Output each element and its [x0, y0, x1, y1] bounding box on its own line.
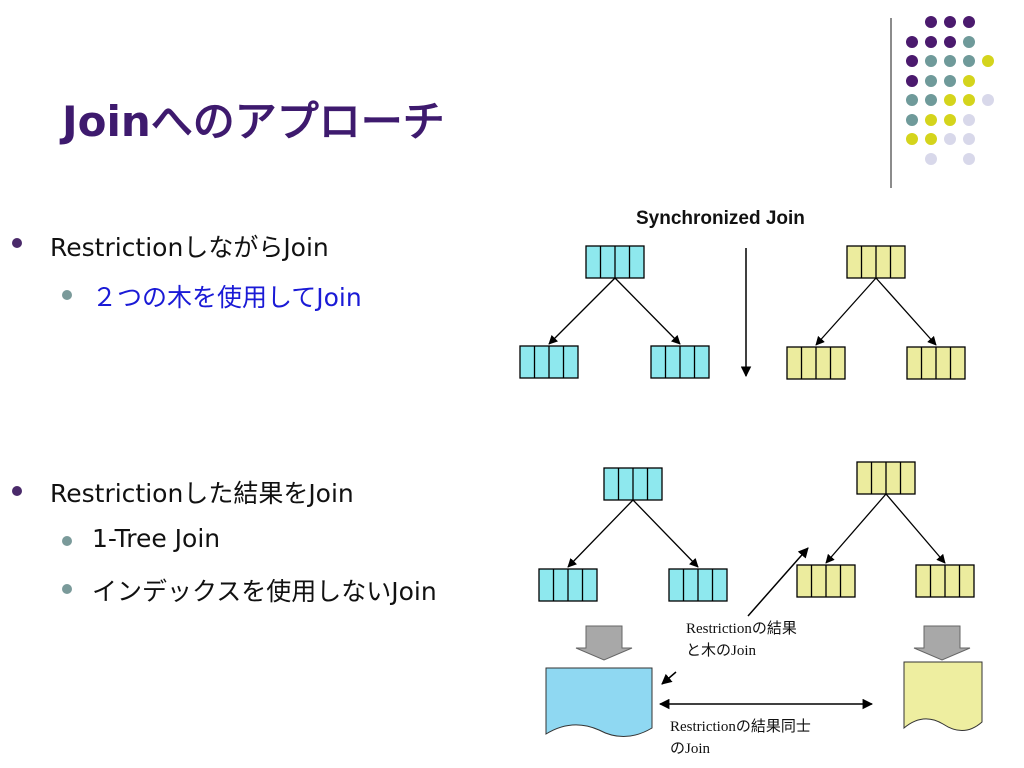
- tree-edge-arrow: [885, 493, 946, 564]
- note-line: Restrictionの結果: [686, 621, 797, 637]
- decorative-dot: [906, 133, 918, 145]
- note-restriction-tree-join: Restrictionの結果 と木のJoin: [686, 618, 797, 662]
- tree-d-root-node: [856, 461, 916, 495]
- tree-c-root-node: [603, 467, 663, 501]
- decorative-dot: [944, 35, 956, 48]
- decorative-dot: [982, 55, 994, 67]
- decorative-dot: [925, 16, 937, 28]
- decorative-dot: [963, 113, 975, 126]
- decorative-dot: [944, 133, 956, 145]
- tree-edge-arrow: [815, 277, 877, 346]
- decorative-dot: [963, 133, 975, 145]
- tree-d-left-node: [796, 564, 856, 598]
- tree-edge-arrow: [548, 277, 616, 345]
- tree-join-arrow-down: [661, 671, 677, 685]
- tree-edge-arrow: [875, 277, 937, 346]
- decorative-dot: [925, 133, 937, 145]
- decorative-dot: [925, 55, 937, 67]
- decorative-dot: [944, 94, 956, 106]
- restriction-result-right: [903, 661, 983, 731]
- tree-d-right-node: [915, 564, 975, 598]
- decorative-dot: [963, 16, 975, 28]
- note-line: Restrictionの結果同士: [670, 719, 811, 735]
- note-restriction-mutual-join: Restrictionの結果同士 のJoin: [670, 716, 811, 760]
- bullet-restriction-while-join: RestrictionしながらJoin: [50, 233, 329, 262]
- tree-a-root-node: [585, 245, 645, 279]
- bullet-dot: [12, 238, 22, 248]
- sub-bullet-dot: [62, 290, 72, 300]
- decorative-dot: [925, 113, 937, 126]
- decorative-dot: [944, 16, 956, 28]
- tree-c-right-node: [668, 568, 728, 602]
- tree-a-right-node: [650, 345, 710, 379]
- tree-edge-arrow: [614, 277, 681, 345]
- decorative-divider: [890, 18, 892, 188]
- tree-edge-arrow: [825, 493, 887, 564]
- tree-a-left-node: [519, 345, 579, 379]
- decorative-dot: [925, 94, 937, 106]
- decorative-dot: [944, 55, 956, 67]
- sub-bullet-dot: [62, 584, 72, 594]
- decorative-dot: [963, 74, 975, 87]
- sub-bullet-dot: [62, 536, 72, 546]
- tree-b-right-node: [906, 346, 966, 380]
- tree-edge-arrow: [632, 499, 699, 568]
- tree-edge-arrow: [567, 499, 634, 568]
- tree-b-left-node: [786, 346, 846, 380]
- decorative-dot: [925, 152, 937, 165]
- decorative-dot: [944, 113, 956, 126]
- decorative-dot: [944, 74, 956, 87]
- bullet-restriction-result-join: Restrictionした結果をJoin: [50, 479, 354, 508]
- decorative-dot: [925, 35, 937, 48]
- note-line: のJoin: [670, 741, 711, 757]
- decorative-dot: [906, 35, 918, 48]
- restriction-result-left: [545, 667, 653, 737]
- note-line: と木のJoin: [686, 643, 757, 659]
- tree-c-left-node: [538, 568, 598, 602]
- decorative-dot: [963, 94, 975, 106]
- synchronized-join-label: Synchronized Join: [636, 208, 805, 229]
- decorative-dot: [925, 74, 937, 87]
- tree-join-arrow-up: [747, 547, 809, 617]
- decorative-dot: [963, 55, 975, 67]
- decorative-dot: [982, 94, 994, 106]
- sub-bullet-no-index-join: インデックスを使用しないJoin: [92, 577, 437, 606]
- tree-b-root-node: [846, 245, 906, 279]
- bullet-dot: [12, 486, 22, 496]
- slide-title: Joinへのアプローチ: [62, 97, 445, 146]
- decorative-dot: [906, 113, 918, 126]
- decorative-dot: [906, 94, 918, 106]
- sub-bullet-one-tree-join: 1-Tree Join: [92, 524, 221, 553]
- decorative-dot: [963, 35, 975, 48]
- decorative-dot: [906, 74, 918, 87]
- decorative-dot: [906, 55, 918, 67]
- result-down-arrow-left: [575, 625, 633, 661]
- sub-bullet-two-trees: ２つの木を使用してJoin: [92, 283, 362, 312]
- result-down-arrow-right: [913, 625, 971, 661]
- decorative-dot: [963, 152, 975, 165]
